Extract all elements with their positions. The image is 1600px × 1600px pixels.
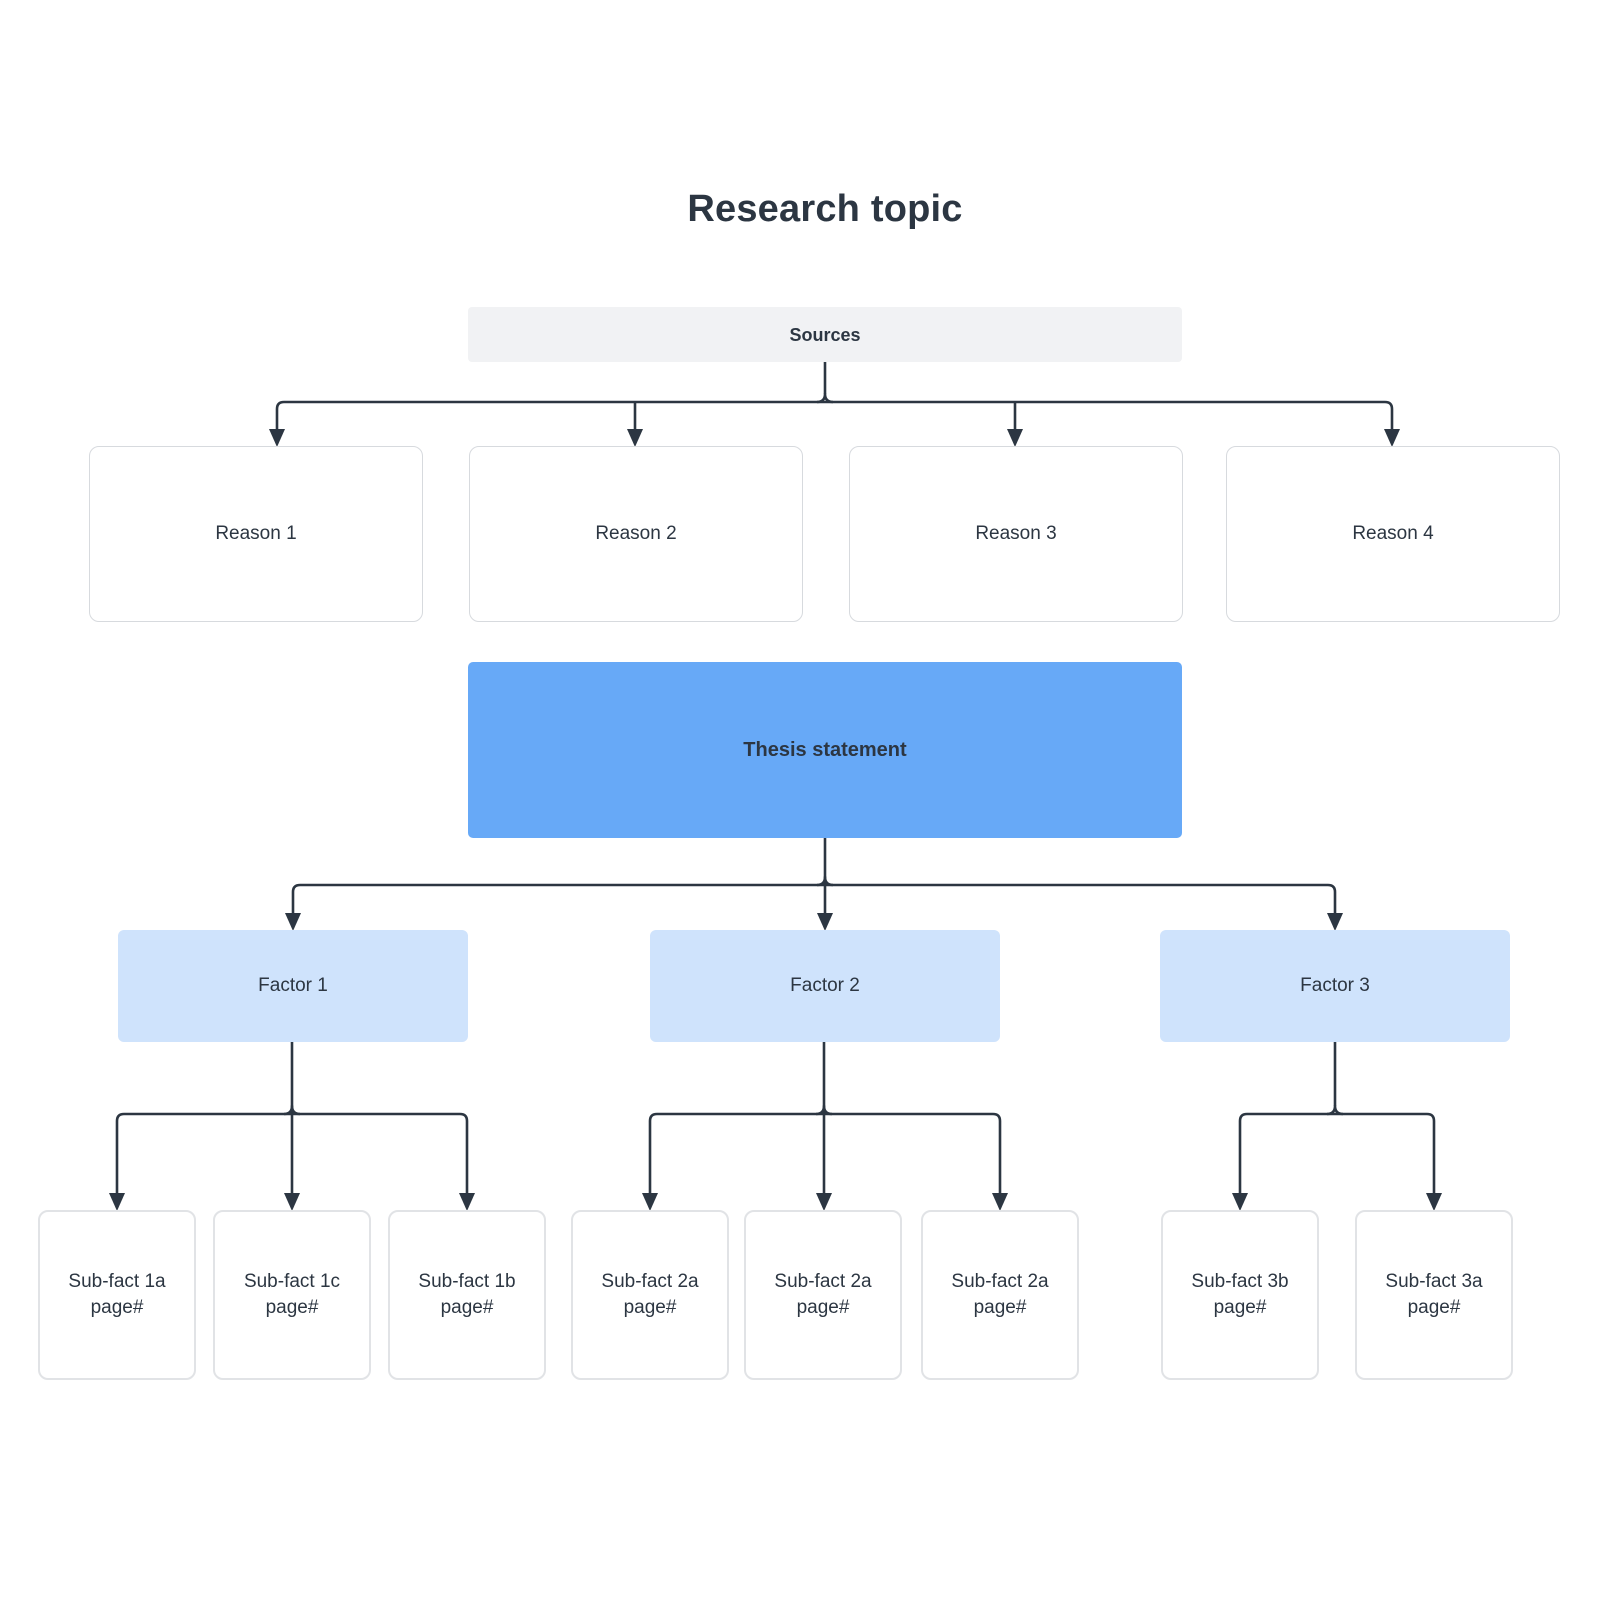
connector-factor3-to-subfacts xyxy=(1232,1042,1442,1211)
node-subfact-3a-label: Sub-fact 3a xyxy=(1385,1271,1483,1292)
connector-sources-to-reasons xyxy=(269,362,1400,447)
connector-factor2-to-subfacts xyxy=(642,1042,1008,1211)
node-factor-3[interactable]: Factor 3 xyxy=(1160,930,1510,1042)
node-reason-3-label: Reason 3 xyxy=(975,523,1057,544)
node-subfact-2a-1-page: page# xyxy=(623,1297,677,1318)
node-reason-1-label: Reason 1 xyxy=(215,523,297,544)
node-reason-1[interactable]: Reason 1 xyxy=(89,446,423,622)
node-reason-4-label: Reason 4 xyxy=(1352,523,1434,544)
node-reason-3[interactable]: Reason 3 xyxy=(849,446,1183,622)
node-subfact-1a-page: page# xyxy=(90,1297,144,1318)
node-subfact-2a-1-label: Sub-fact 2a xyxy=(601,1271,699,1292)
node-subfact-2a-2-page: page# xyxy=(796,1297,850,1318)
connector-thesis-to-factors xyxy=(285,838,1343,931)
node-subfact-3b-page: page# xyxy=(1213,1297,1267,1318)
node-subfact-1c-label: Sub-fact 1c xyxy=(243,1271,341,1292)
connector-factor1-to-subfacts xyxy=(109,1042,475,1211)
node-subfact-3b[interactable]: Sub-fact 3b page# xyxy=(1161,1210,1319,1380)
node-subfact-3b-label: Sub-fact 3b xyxy=(1191,1271,1289,1292)
node-subfact-1c-page: page# xyxy=(265,1297,319,1318)
node-factor-1-label: Factor 1 xyxy=(258,975,328,996)
node-factor-2-label: Factor 2 xyxy=(790,975,860,996)
node-subfact-2a-3[interactable]: Sub-fact 2a page# xyxy=(921,1210,1079,1380)
node-reason-2[interactable]: Reason 2 xyxy=(469,446,803,622)
node-subfact-3a[interactable]: Sub-fact 3a page# xyxy=(1355,1210,1513,1380)
node-factor-3-label: Factor 3 xyxy=(1300,975,1370,996)
node-subfact-2a-2-label: Sub-fact 2a xyxy=(774,1271,872,1292)
node-subfact-1a-label: Sub-fact 1a xyxy=(68,1271,166,1292)
node-thesis-statement[interactable]: Thesis statement xyxy=(468,662,1182,838)
node-subfact-2a-3-page: page# xyxy=(973,1297,1027,1318)
node-subfact-2a-2[interactable]: Sub-fact 2a page# xyxy=(744,1210,902,1380)
node-subfact-2a-1[interactable]: Sub-fact 2a page# xyxy=(571,1210,729,1380)
node-subfact-1c[interactable]: Sub-fact 1c page# xyxy=(213,1210,371,1380)
node-subfact-1b-label: Sub-fact 1b xyxy=(418,1271,516,1292)
node-sources[interactable]: Sources xyxy=(468,307,1182,362)
node-subfact-2a-3-label: Sub-fact 2a xyxy=(951,1271,1049,1292)
node-sources-label: Sources xyxy=(789,324,861,345)
page-title: Research topic xyxy=(687,188,963,230)
node-subfact-1b-page: page# xyxy=(440,1297,494,1318)
node-reason-4[interactable]: Reason 4 xyxy=(1226,446,1560,622)
node-factor-1[interactable]: Factor 1 xyxy=(118,930,468,1042)
node-subfact-3a-page: page# xyxy=(1407,1297,1461,1318)
node-thesis-label: Thesis statement xyxy=(743,739,907,761)
node-factor-2[interactable]: Factor 2 xyxy=(650,930,1000,1042)
node-subfact-1a[interactable]: Sub-fact 1a page# xyxy=(38,1210,196,1380)
node-reason-2-label: Reason 2 xyxy=(595,523,677,544)
node-subfact-1b[interactable]: Sub-fact 1b page# xyxy=(388,1210,546,1380)
